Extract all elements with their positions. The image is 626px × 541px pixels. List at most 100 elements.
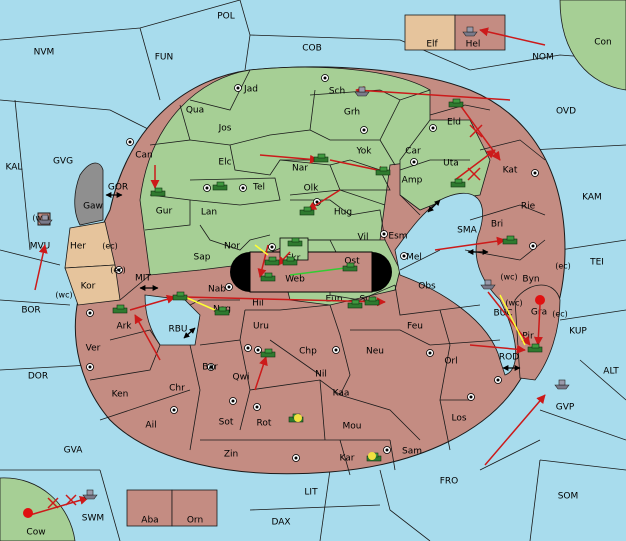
army-unit-icon[interactable] (313, 153, 329, 163)
province-label-mel: Mel (406, 253, 422, 263)
province-label-eld: Eld (447, 118, 461, 128)
army-unit-icon[interactable] (264, 256, 280, 266)
province-elf-shape[interactable] (404, 14, 456, 51)
supply-center-dot (412, 160, 416, 164)
fleet-unit-icon[interactable] (462, 26, 478, 37)
province-label-bri: Bri (491, 220, 503, 230)
supply-center-dot (88, 365, 92, 369)
army-unit-icon[interactable] (448, 98, 464, 108)
army-unit-icon[interactable] (527, 343, 543, 353)
army-unit-icon[interactable] (287, 237, 303, 247)
fleet-unit-icon[interactable] (480, 279, 496, 290)
province-label-olk: Olk (304, 184, 320, 194)
province-label-sot: Sot (219, 418, 234, 428)
order-arrows (29, 27, 546, 516)
province-label-chr: Chr (169, 384, 185, 394)
fleet-units[interactable] (37, 26, 570, 500)
fleet-unit-icon[interactable] (82, 489, 98, 500)
province-label-web: Web (285, 275, 305, 285)
army-unit-icon[interactable] (450, 178, 466, 188)
province-label-hil: Hil (252, 299, 264, 309)
province-label-ark: Ark (116, 322, 132, 332)
sea-label-tei: TEI (589, 258, 604, 268)
province-orn-shape[interactable] (171, 489, 218, 527)
sea-label-pol: POL (217, 12, 235, 22)
army-unit-icon[interactable] (299, 206, 315, 216)
province-label-rot: Rot (257, 419, 272, 429)
support-lines (184, 244, 526, 346)
army-unit-icon[interactable] (150, 187, 166, 197)
province-label-grh: Grh (344, 108, 360, 118)
army-unit-icon[interactable] (112, 304, 128, 314)
province-aba-shape[interactable] (126, 489, 173, 527)
sea-label-swm: SWM (82, 514, 104, 524)
province-label-aba: Aba (141, 516, 158, 526)
supply-center-dot (172, 408, 176, 412)
supply-center-dot (402, 254, 406, 258)
supply-center-dot (205, 186, 209, 190)
coast-label: (wc) (505, 299, 522, 308)
failed-order-marks (47, 124, 483, 509)
sea-label-gor: GOR (108, 183, 128, 193)
coast-label: (ec) (102, 242, 118, 251)
supply-center-dot (323, 76, 327, 80)
supply-center-dot (533, 171, 537, 175)
army-unit-icon[interactable] (282, 256, 298, 266)
province-label-uru: Uru (253, 322, 269, 332)
supply-center-dot (469, 395, 473, 399)
province-gaw-shape[interactable] (74, 162, 104, 226)
army-unit-icon[interactable] (342, 262, 358, 272)
army-unit-icon[interactable] (214, 306, 230, 316)
supply-center-dot (270, 245, 274, 249)
supply-center-dot (531, 244, 535, 248)
province-label-nil: Nil (315, 370, 327, 380)
army-unit-icon[interactable] (172, 291, 188, 301)
passage-arrows (105, 192, 521, 371)
supply-center-dot (209, 365, 213, 369)
fleet-unit-icon[interactable] (37, 214, 53, 225)
sea-label-sma: SMA (457, 226, 477, 236)
sea-label-kam: KAM (582, 193, 602, 203)
fleet-unit-icon[interactable] (554, 379, 570, 390)
army-unit-icon[interactable] (260, 348, 276, 358)
supply-center-dot (334, 348, 338, 352)
province-label-uta: Uta (443, 159, 459, 169)
army-unit-icon[interactable] (212, 181, 228, 191)
province-label-jos: Jos (218, 124, 232, 134)
coast-label: (wc) (500, 273, 517, 282)
supply-center-dot (128, 140, 132, 144)
province-label-gur: Gur (156, 207, 173, 217)
province-label-kor: Kor (81, 282, 96, 292)
sea-label-bor: BOR (21, 306, 40, 316)
province-label-yok: Yok (355, 147, 372, 157)
east-peninsula (514, 284, 561, 381)
province-label-jad: Jad (243, 85, 258, 95)
supply-centers (86, 74, 539, 462)
supply-center-dot (294, 456, 298, 460)
province-label-chp: Chp (299, 347, 317, 357)
army-unit-icon[interactable] (502, 235, 518, 245)
inner-sea-sma[interactable] (394, 192, 517, 376)
sea-label-fun: FUN (155, 53, 174, 63)
province-label-elc: Elc (218, 158, 231, 168)
supply-center-dot (117, 268, 121, 272)
province-label-neu: Neu (366, 347, 384, 357)
province-label-lan: Lan (201, 208, 217, 218)
sea-label-nom: NOM (532, 53, 554, 63)
coast-label: (wc) (55, 291, 72, 300)
army-unit-icon[interactable] (347, 299, 363, 309)
army-unit-icon[interactable] (375, 166, 391, 176)
province-label-qwi: Qwi (233, 373, 250, 383)
fleet-unit-icon[interactable] (354, 86, 370, 97)
province-label-her: Her (70, 242, 86, 252)
province-label-vil: Vil (358, 233, 369, 243)
army-unit-icon[interactable] (364, 296, 380, 306)
supply-center-dot (382, 232, 386, 236)
sea-label-rbu: RBU (168, 325, 187, 335)
army-unit-icon[interactable] (260, 272, 276, 282)
sea-label-kal: KAL (6, 163, 23, 173)
province-label-byn: Byn (522, 275, 539, 285)
